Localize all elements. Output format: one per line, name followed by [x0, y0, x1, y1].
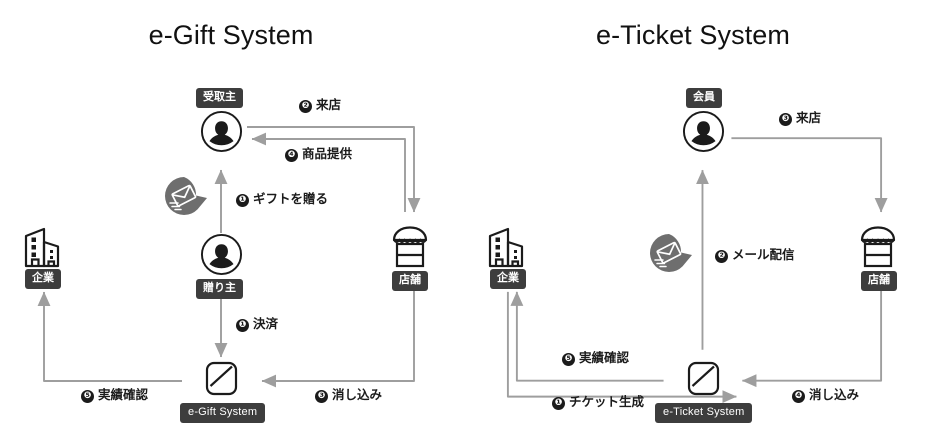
panel-e-ticket: e-Ticket System 会員: [462, 0, 924, 447]
flow-text: 来店: [796, 111, 822, 125]
building-icon: [22, 222, 67, 275]
node-label-recipient: 受取主: [196, 88, 243, 108]
flow-label-redeem: ❸ 消し込み: [315, 389, 382, 403]
flow-text: 決済: [253, 317, 279, 331]
flow-text: 消し込み: [809, 388, 860, 402]
flow-label-goods-provide: ❹ 商品提供: [285, 148, 352, 162]
person-icon: [200, 233, 243, 281]
flow-text: 商品提供: [302, 147, 353, 161]
ticket-card-icon: [686, 360, 722, 403]
flow-label-result-check: ❺ 実績確認: [562, 352, 629, 366]
flow-text: 実績確認: [579, 351, 630, 365]
person-icon: [200, 110, 243, 158]
connector-goods-provide: [251, 132, 406, 212]
flow-label-payment: ❶ 決済: [236, 318, 278, 332]
store-icon: [386, 224, 434, 275]
flow-label-redeem: ❹ 消し込み: [792, 389, 859, 403]
node-label-store: 店舗: [861, 271, 897, 291]
mail-bubble-icon: [648, 232, 696, 281]
flow-text: 来店: [316, 98, 342, 112]
node-label-company: 企業: [25, 269, 61, 289]
node-label-system: e-Ticket System: [655, 403, 753, 423]
flow-text: チケット生成: [569, 395, 645, 409]
node-label-store: 店舗: [392, 271, 428, 291]
flow-number: ❹: [285, 149, 298, 162]
connector-redeem: [261, 290, 415, 388]
flow-number: ❸: [315, 390, 328, 403]
panel-title-e-gift: e-Gift System: [148, 20, 314, 50]
store-icon: [854, 224, 902, 275]
flow-label-gift-send: ❶ ギフトを贈る: [236, 193, 328, 207]
flow-number: ❺: [81, 390, 94, 403]
connector-redeem: [742, 289, 883, 388]
node-label-giver: 贈り主: [196, 279, 243, 299]
flow-label-result-check: ❺ 実績確認: [81, 389, 148, 403]
flow-text: 消し込み: [332, 388, 383, 402]
connector-visit-store: [247, 126, 421, 213]
flow-label-mail-delivery: ❷ メール配信: [715, 249, 795, 263]
connector-result-check: [37, 291, 182, 382]
e-ticket-connectors: [506, 137, 888, 404]
node-label-company: 企業: [490, 269, 526, 289]
e-gift-connectors: [37, 126, 421, 388]
connector-visit-store: [731, 137, 888, 213]
flow-number: ❸: [779, 113, 792, 126]
flow-number: ❶: [236, 194, 249, 207]
mail-bubble-icon: [163, 175, 211, 224]
flow-number: ❶: [552, 397, 565, 410]
node-label-system: e-Gift System: [180, 403, 266, 423]
flow-text: 実績確認: [98, 388, 149, 402]
gift-card-icon: [204, 360, 240, 403]
flow-text: メール配信: [732, 248, 795, 262]
flow-label-visit-store: ❸ 来店: [779, 112, 821, 126]
flow-number: ❶: [236, 319, 249, 332]
building-icon: [486, 222, 531, 275]
flow-number: ❹: [792, 390, 805, 403]
node-label-member: 会員: [686, 88, 722, 108]
flow-number: ❺: [562, 353, 575, 366]
flow-label-ticket-create: ❶ チケット生成: [552, 396, 644, 410]
connector-ticket-create: [506, 291, 737, 404]
panel-title-e-ticket: e-Ticket System: [595, 20, 791, 50]
connector-result-check: [510, 291, 664, 382]
panel-e-gift: e-Gift System: [0, 0, 462, 447]
person-icon: [682, 110, 725, 158]
flow-text: ギフトを贈る: [253, 192, 329, 206]
flow-label-visit-store: ❷ 来店: [299, 99, 341, 113]
flow-number: ❷: [715, 250, 728, 263]
flow-number: ❷: [299, 100, 312, 113]
